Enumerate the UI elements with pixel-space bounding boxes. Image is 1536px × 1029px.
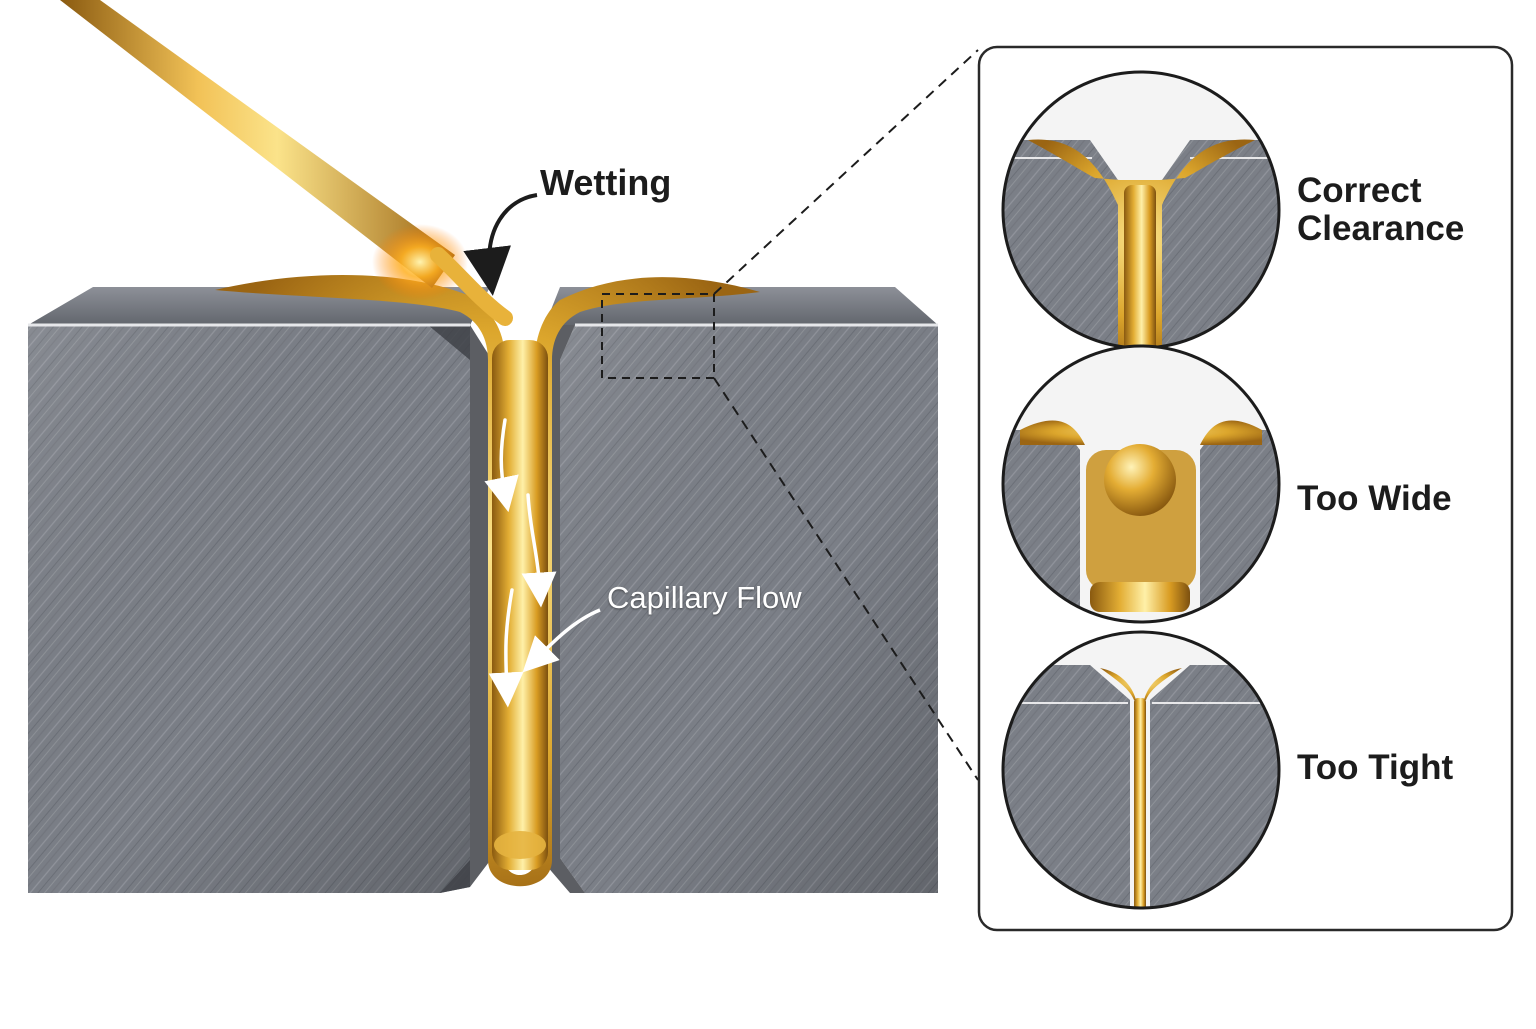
left-steel-block (28, 287, 492, 893)
flow-arrow-3 (488, 588, 524, 708)
flow-arrow-1 (484, 418, 519, 513)
filler-rod (60, 0, 513, 326)
c2-top-filler (1020, 420, 1262, 445)
filler-rod-body (60, 0, 455, 288)
filler-channel (492, 340, 548, 870)
detail-too-tight (1001, 630, 1281, 910)
c1-channel (1124, 185, 1156, 348)
braze-filler-joint (215, 274, 760, 887)
zoom-leader-bottom (713, 377, 979, 781)
right-steel-block (540, 287, 938, 893)
wetting-arrow (463, 193, 538, 296)
c3-channel (1134, 698, 1146, 908)
correct-clearance-label: Correct Clearance (1297, 172, 1464, 248)
wetting-label: Wetting (540, 162, 672, 203)
c2-frame (1001, 344, 1281, 624)
capillary-flow-arrows (484, 418, 557, 708)
c3-frame (1001, 630, 1281, 910)
zoom-region-box (601, 293, 715, 379)
rod-tip-glow (372, 224, 468, 300)
correct-clearance-line1: Correct (1297, 171, 1422, 210)
flow-arrow-2 (521, 493, 557, 608)
correct-clearance-line2: Clearance (1297, 208, 1465, 248)
c3-left-block (1003, 665, 1130, 908)
capillary-flow-label: Capillary Flow (607, 580, 802, 615)
c2-filler-drop (1104, 444, 1176, 516)
left-block-bevel (428, 325, 492, 893)
c3-right-block (1150, 665, 1279, 908)
capillary-leader-arrow (522, 608, 601, 673)
c3-filler-top (1100, 668, 1182, 700)
too-tight-label: Too Tight (1297, 748, 1454, 787)
zoom-leader-top (713, 49, 979, 295)
c2-bottom-filler (1090, 582, 1190, 612)
too-wide-label: Too Wide (1297, 479, 1452, 518)
